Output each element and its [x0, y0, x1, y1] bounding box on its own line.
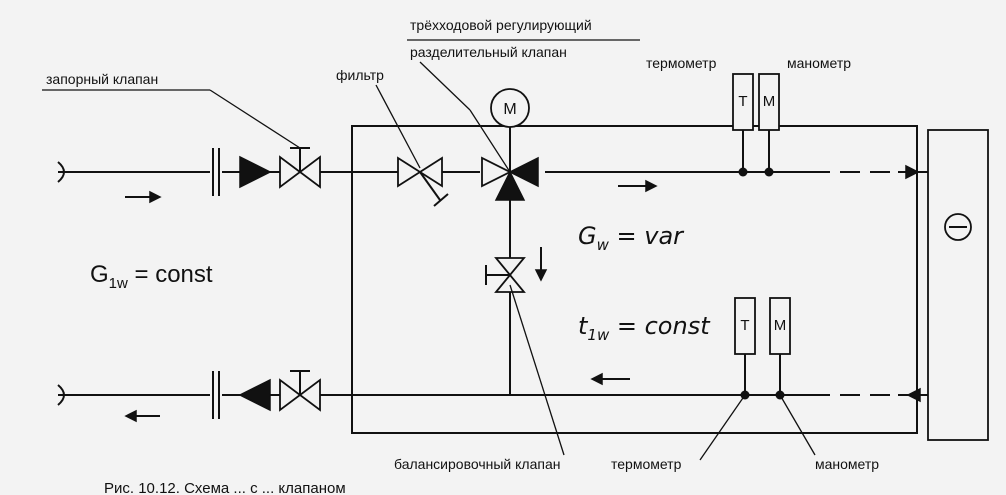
g1w-formula: G1w = const: [90, 261, 213, 292]
return-valve-left-icon: [279, 378, 302, 412]
motor-label: M: [503, 101, 516, 118]
return-check-valve-icon: [238, 378, 271, 412]
manometer-top-tap: [764, 167, 774, 177]
figure-caption: Рис. 10.12. Схема ... с ... клапаном: [104, 480, 346, 495]
thermometer-top-label: термометр: [646, 55, 717, 71]
filter-strainer-icon: [419, 171, 441, 201]
balancing-valve-top-icon: [494, 257, 526, 277]
t1w-rest: = const: [609, 312, 711, 340]
manometer-top-symbol: M: [763, 93, 776, 110]
thermometer-bottom-leader: [699, 394, 746, 461]
mixing-loop-frame: [351, 125, 918, 434]
shutoff-valve-label: запорный клапан: [46, 71, 158, 87]
flow-arrow-return-start: [906, 387, 921, 403]
t1w-main: t: [578, 312, 589, 340]
manometer-bottom-symbol: M: [774, 317, 787, 334]
flow-arrow-supply-left: [125, 190, 162, 204]
three-way-valve-leader-upper: [419, 61, 471, 111]
thermometer-bottom-symbol: T: [740, 317, 749, 334]
thermometer-top-symbol: T: [738, 93, 747, 110]
three-way-valve-right-icon: [508, 156, 539, 188]
filter-strainer-cap: [433, 193, 449, 207]
consumer-unit: [927, 129, 989, 441]
three-way-valve-left-icon: [481, 156, 513, 188]
t1w-sub: 1w: [587, 326, 610, 344]
flow-arrow-supply-end: [905, 164, 920, 180]
return-pipe-break-icon: [57, 384, 65, 406]
flow-arrow-supply-right: [618, 179, 658, 193]
balancing-valve-leader: [509, 284, 565, 456]
supply-check-valve-icon: [239, 155, 272, 189]
gw-main: G: [578, 222, 597, 250]
manometer-top-label: манометр: [787, 55, 851, 71]
filter-label: фильтр: [336, 67, 384, 83]
balancing-valve-label: балансировочный клапан: [394, 456, 560, 472]
thermometer-bottom-label: термометр: [611, 456, 682, 472]
three-way-valve-label-2: разделительный клапан: [410, 44, 567, 60]
shutoff-valve-left-icon: [279, 155, 302, 189]
g1w-sub: 1w: [109, 275, 128, 292]
manometer-bottom-label: манометр: [815, 456, 879, 472]
three-way-valve-label-1: трёхходовой регулирующий: [410, 17, 592, 33]
return-valve-right-icon: [298, 378, 321, 412]
flow-arrow-return-left: [124, 409, 160, 423]
g1w-rest: = const: [128, 261, 213, 288]
flow-arrow-bypass-down: [534, 247, 548, 282]
supply-pipe-break-icon: [57, 161, 65, 183]
gw-formula: Gw = var: [578, 222, 685, 254]
gw-rest: = var: [609, 222, 685, 250]
manometer-bottom-leader: [779, 394, 816, 456]
balancing-valve-bottom-icon: [494, 273, 526, 293]
three-way-valve-leader-visible: [469, 109, 511, 173]
filter-leader: [375, 84, 421, 169]
shutoff-valve-leader: [209, 89, 301, 149]
filter-right-icon: [418, 156, 443, 188]
filter-left-icon: [397, 156, 422, 188]
thermometer-top-tap: [738, 167, 748, 177]
g1w-main: G: [90, 261, 109, 288]
t1w-formula: t1w = const: [578, 312, 711, 344]
flow-arrow-return-right: [590, 372, 630, 386]
gw-sub: w: [597, 236, 610, 254]
shutoff-valve-right-icon: [298, 155, 321, 189]
